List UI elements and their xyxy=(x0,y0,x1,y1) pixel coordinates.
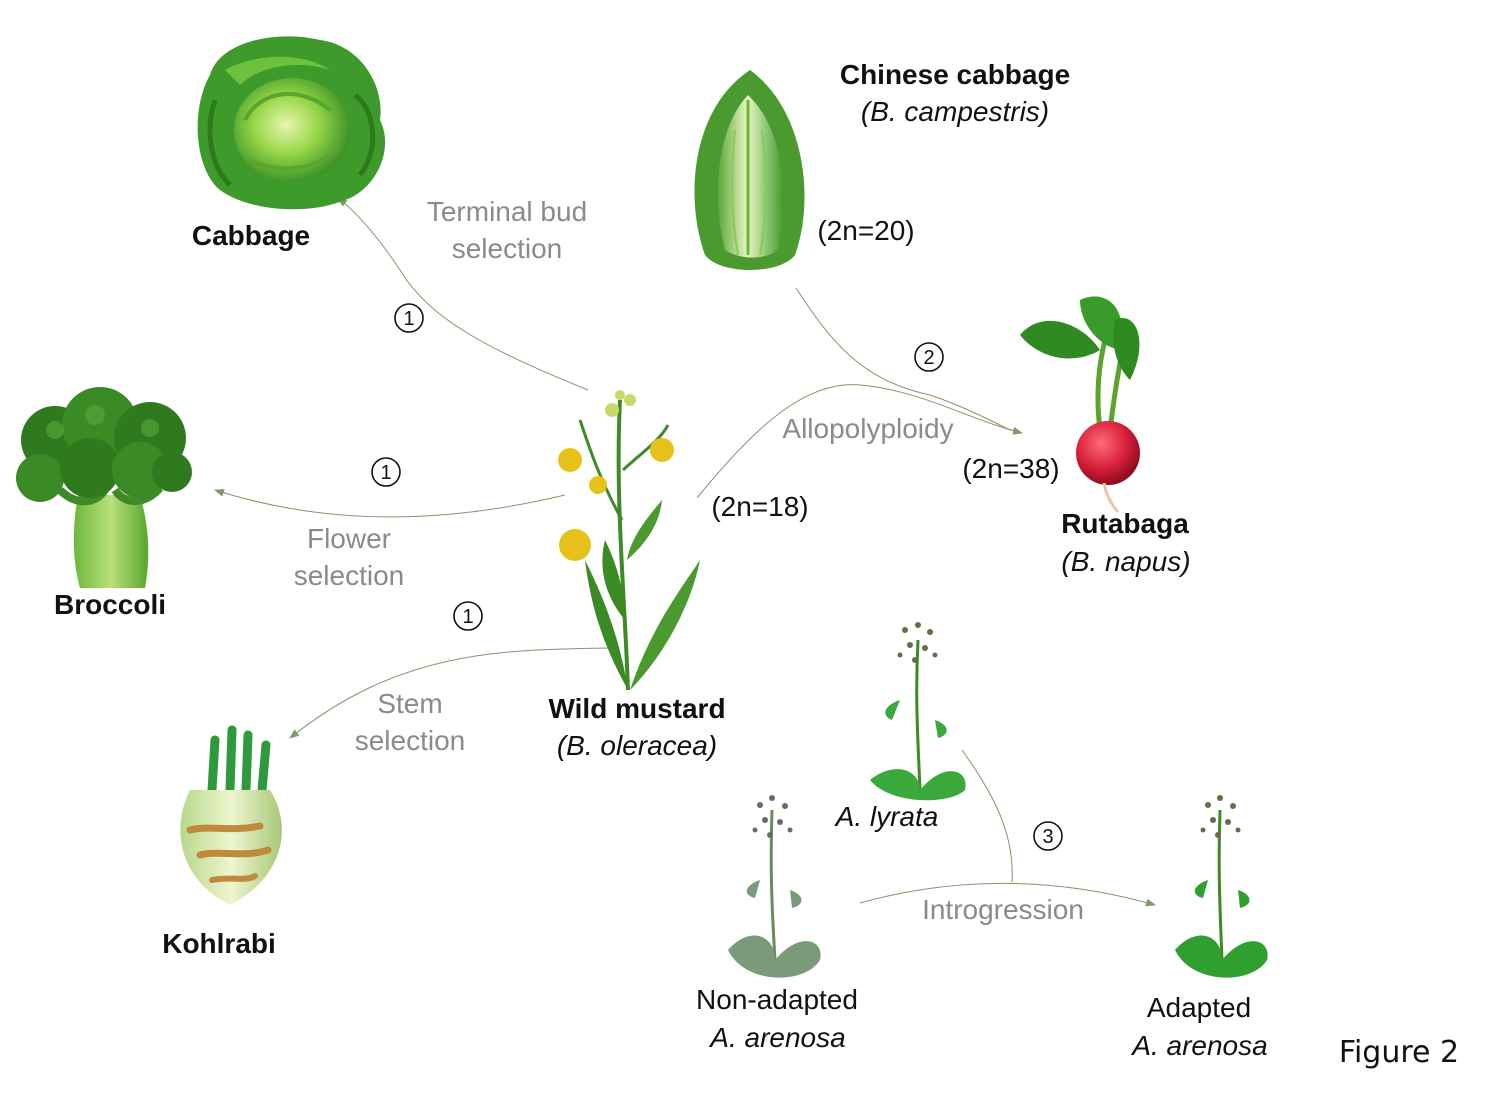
label-a-lyrata: A. lyrata xyxy=(834,801,939,832)
label-adapted-species: A. arenosa xyxy=(1130,1030,1267,1061)
step-marker-allopolyploidy: 2 xyxy=(914,342,944,372)
arrow-to-cabbage xyxy=(337,197,589,391)
step-marker-kohlrabi: 1 xyxy=(453,601,483,631)
kohlrabi-illustration xyxy=(180,725,282,905)
label-rutabaga-ploidy: (2n=38) xyxy=(962,453,1059,484)
arrow-allopolyploidy-wild xyxy=(696,384,1023,499)
label-chinese-cabbage-name: Chinese cabbage xyxy=(840,59,1070,90)
arrow-to-kohlrabi xyxy=(289,647,609,739)
broccoli-illustration xyxy=(16,387,192,588)
label-adapted-name: Adapted xyxy=(1147,992,1251,1023)
cabbage-illustration xyxy=(197,36,386,210)
svg-text:1: 1 xyxy=(462,606,473,628)
label-terminal-bud-line2: selection xyxy=(452,233,563,264)
rutabaga-illustration xyxy=(1020,296,1140,513)
label-non-adapted-species: A. arenosa xyxy=(708,1022,845,1053)
label-wild-mustard-species: (B. oleracea) xyxy=(557,730,717,761)
non-adapted-arenosa-illustration xyxy=(728,795,821,978)
label-non-adapted-name: Non-adapted xyxy=(696,984,858,1015)
step-marker-cabbage: 1 xyxy=(394,303,424,333)
label-stem-line2: selection xyxy=(355,725,466,756)
arrow-introgression xyxy=(859,882,1156,907)
label-chinese-cabbage-species: (B. campestris) xyxy=(861,96,1049,127)
svg-text:1: 1 xyxy=(403,308,414,330)
adapted-arenosa-illustration xyxy=(1175,795,1268,978)
label-kohlrabi: Kohlrabi xyxy=(162,928,276,959)
arrows xyxy=(214,197,1156,907)
arrow-to-broccoli xyxy=(214,488,566,518)
arrow-lyrata-branch xyxy=(961,749,1013,883)
label-terminal-bud-line1: Terminal bud xyxy=(427,196,587,227)
label-stem-line1: Stem xyxy=(377,688,442,719)
label-allopolyploidy: Allopolyploidy xyxy=(782,413,953,444)
step-marker-introgression: 3 xyxy=(1033,821,1063,851)
chinese-cabbage-illustration xyxy=(694,70,805,270)
label-wild-mustard-name: Wild mustard xyxy=(548,693,725,724)
label-rutabaga-species: (B. napus) xyxy=(1061,546,1190,577)
label-wild-mustard-ploidy: (2n=18) xyxy=(711,491,808,522)
label-flower-line1: Flower xyxy=(307,523,391,554)
arrow-allopolyploidy-chinese xyxy=(795,287,1011,431)
svg-text:2: 2 xyxy=(923,347,934,369)
label-broccoli: Broccoli xyxy=(54,589,166,620)
svg-text:3: 3 xyxy=(1042,826,1053,848)
label-chinese-cabbage-ploidy: (2n=20) xyxy=(817,215,914,246)
svg-text:1: 1 xyxy=(380,462,391,484)
wild-mustard-illustration xyxy=(558,390,700,691)
step-marker-broccoli: 1 xyxy=(371,457,401,487)
label-introgression: Introgression xyxy=(922,894,1084,925)
label-cabbage: Cabbage xyxy=(192,220,310,251)
label-rutabaga-name: Rutabaga xyxy=(1061,508,1189,539)
figure-label: Figure 2 xyxy=(1339,1035,1459,1070)
label-flower-line2: selection xyxy=(294,560,405,591)
a-lyrata-illustration xyxy=(870,622,966,801)
